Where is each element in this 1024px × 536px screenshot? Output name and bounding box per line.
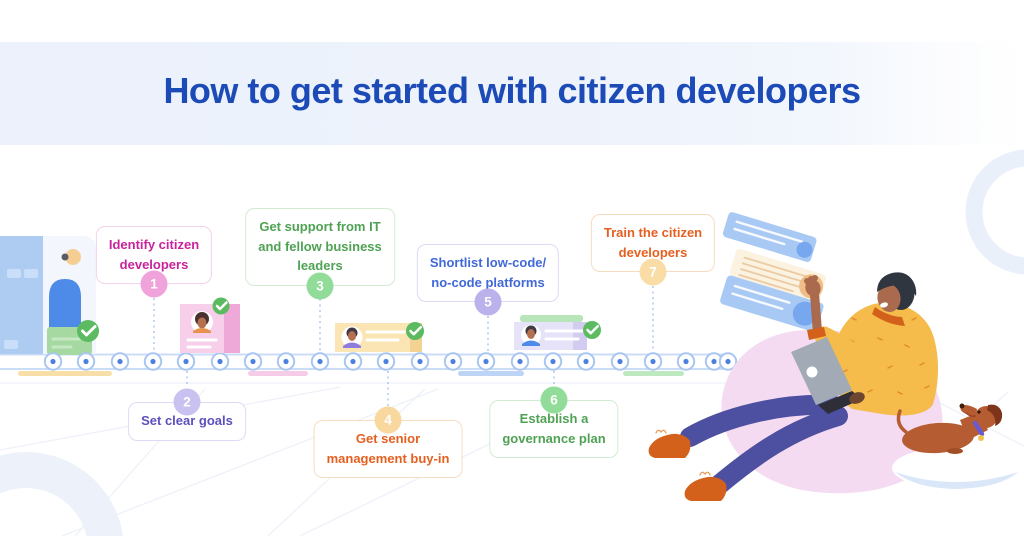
profile-card-pink [180,297,240,353]
step-number-badge: 7 [639,258,667,286]
step-4-management-buy-in: Get senior management buy-in 4 [313,406,537,478]
step-5-shortlist-platforms: Shortlist low-code/ no-code platforms 5 [416,244,630,316]
profile-card-purple [514,315,601,350]
chat-card-blue-top [722,212,817,262]
dog [892,403,1018,489]
shoe [684,476,727,501]
step-number-badge: 1 [140,270,168,298]
check-icon [583,321,601,339]
decor-ring-bottom-left [0,452,123,536]
decor-ring-top-right [965,149,1024,275]
check-icon [77,320,99,342]
man-with-laptop [648,272,939,501]
chat-card-blue-bottom [720,275,824,332]
step-number-badge: 6 [540,386,568,414]
check-icon [406,322,424,340]
step-7-train-developers: Train the citizen developers 7 [590,214,777,286]
profile-card-yellow [335,322,424,352]
step-2-set-clear-goals: Set clear goals 2 [128,388,305,441]
step-number-badge: 3 [306,272,334,299]
man-hair-front [877,272,917,296]
heart-decorations [655,429,711,476]
belt-rollers [43,352,738,371]
laptop-screen [791,337,852,405]
sweater [832,302,939,416]
belt-underline-bars [18,371,684,376]
header-band [0,42,1024,145]
page-title: How to get started with citizen develope… [163,70,861,111]
lightbulb-icon [65,249,81,265]
chat-cards [720,212,826,332]
step-1-identify-citizen-developers: Identify citizen developers 1 [95,226,270,298]
step-number-badge: 5 [474,288,502,316]
step-number-badge: 4 [374,406,402,434]
step-6-governance-plan: Establish a governance plan 6 [489,386,683,458]
step-label: Get senior management buy-in [313,420,463,478]
check-icon [212,297,230,315]
machine-illustration [0,236,99,355]
collar [872,307,905,326]
step-3-get-support: Get support from IT and fellow business … [245,208,470,299]
step-connectors [153,286,654,407]
shoe [648,433,691,458]
step-number-badge: 2 [173,388,201,416]
